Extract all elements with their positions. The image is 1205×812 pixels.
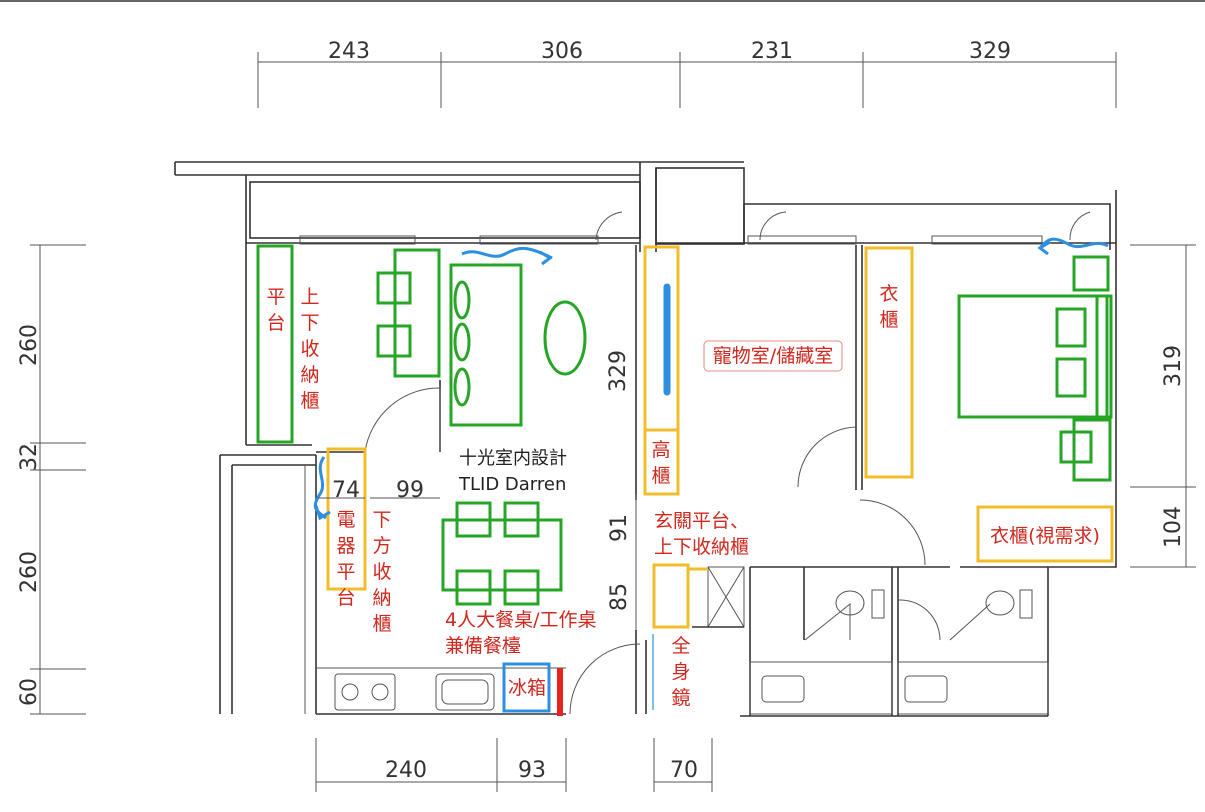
bottom-dim-2: 93 [518,758,546,783]
entry-platform [652,563,690,629]
top-dimension-line [257,52,1117,108]
bottom-dim-1: 240 [385,758,427,783]
svg-text:玄關平台、: 玄關平台、 [654,510,749,532]
fridge-box [502,662,551,713]
dim-99: 99 [396,478,424,503]
svg-text:納: 納 [372,587,391,609]
right-dim-1: 319 [1161,345,1186,387]
svg-text:收: 收 [372,561,391,583]
svg-text:衣: 衣 [879,283,898,305]
appliance-platform [326,447,367,591]
ac-airflow-icon [461,247,553,266]
red-marker [557,668,563,716]
svg-text:櫃: 櫃 [300,390,319,412]
svg-text:平: 平 [336,561,355,583]
inner-dims [318,494,637,630]
tall-cabinet-top [643,245,680,432]
designer-name-en: TLID Darren [458,474,566,495]
left-dim-1: 260 [17,324,42,366]
label-appliance-platform: 電 器 平 台 [336,509,355,609]
svg-text:納: 納 [300,364,319,386]
appliances-blue [313,237,1109,713]
svg-text:高: 高 [651,439,670,461]
svg-text:上下收納櫃: 上下收納櫃 [654,536,749,558]
left-dim-3: 260 [17,551,42,593]
sofa [393,248,441,378]
svg-text:台: 台 [336,587,355,609]
svg-text:收: 收 [300,338,319,360]
label-entry-platform: 玄關平台、 上下收納櫃 [654,510,749,558]
svg-text:下: 下 [300,312,319,334]
svg-text:鏡: 鏡 [671,687,690,709]
walls [174,161,1117,717]
label-lower-storage: 下 方 收 納 櫃 [372,509,391,635]
top-dim-4: 329 [969,39,1011,64]
svg-text:兼備餐檯: 兼備餐檯 [445,635,521,657]
hall-dim-329: 329 [606,350,631,392]
svg-text:櫃: 櫃 [372,613,391,635]
right-dimension-line [1130,244,1196,568]
dim-91: 91 [607,514,632,542]
door-swings [364,211,1091,715]
designer-name-cn: 十光室内設計 [459,448,567,469]
pet-room-label-box [703,340,843,372]
svg-text:器: 器 [336,535,355,557]
label-wardrobe-optional: 衣櫃(視需求) [990,525,1100,547]
label-pet-room: 寵物室/儲藏室 [713,345,833,367]
basin-icon [761,675,948,703]
svg-text:方: 方 [372,535,391,557]
label-wardrobe: 衣 櫃 [879,283,898,331]
left-dim-4: 60 [17,678,42,706]
svg-text:台: 台 [266,312,285,334]
svg-text:上: 上 [300,286,319,308]
rug [543,300,587,376]
label-dining: 4人大餐桌/工作桌 兼備餐檯 [445,609,597,657]
label-platform: 平 台 [266,286,285,334]
stove-icon [334,673,396,711]
left-dimension-line [30,244,86,715]
svg-text:平: 平 [266,286,285,308]
label-tall-cabinet: 高 櫃 [651,439,670,487]
right-dim-2: 104 [1161,506,1186,548]
cabinets-yellow [326,245,1114,629]
wardrobe [864,246,914,479]
svg-text:身: 身 [671,661,690,683]
bottom-dim-3: 70 [670,758,698,783]
svg-text:全: 全 [671,635,690,657]
bed [957,294,1109,419]
left-dim-2: 32 [17,443,42,471]
label-full-mirror: 全 身 鏡 [671,635,690,709]
tall-cabinet [643,428,680,496]
furniture-green [256,244,1113,606]
toilet-icon [835,589,1033,619]
top-dim-3: 231 [751,39,793,64]
svg-text:下: 下 [372,509,391,531]
top-dim-2: 306 [541,39,583,64]
bottom-dimension-line [315,738,713,792]
coffee-table [449,263,523,427]
ac-airflow-icon-2 [1037,237,1109,256]
label-storage-updown: 上 下 收 納 櫃 [300,286,319,412]
sink-icon [435,673,495,711]
wardrobe-optional [976,505,1114,563]
label-fridge: 冰箱 [508,677,546,699]
dim-85: 85 [607,583,632,611]
svg-text:櫃: 櫃 [879,309,898,331]
platform-block [256,244,294,444]
top-dim-1: 243 [328,39,370,64]
svg-text:電: 電 [336,509,355,531]
dim-74: 74 [332,478,360,503]
svg-text:4人大餐桌/工作桌: 4人大餐桌/工作桌 [445,609,597,631]
svg-text:櫃: 櫃 [651,465,670,487]
dining-table [441,518,563,592]
water-pipe-icon [313,456,331,521]
